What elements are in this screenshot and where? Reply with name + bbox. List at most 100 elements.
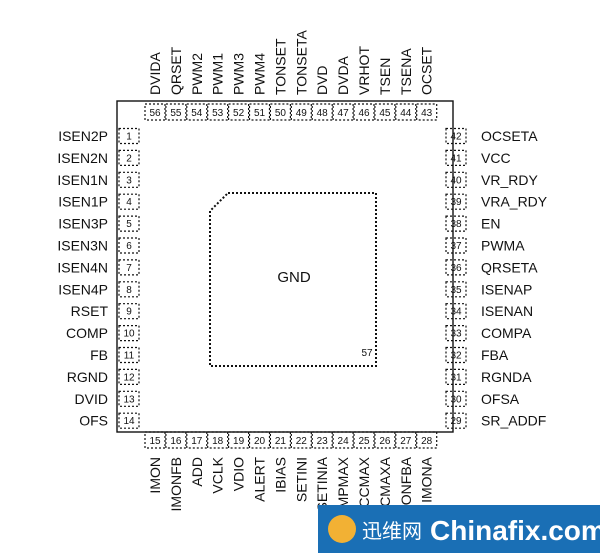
pin-number: 13 <box>123 394 135 405</box>
pin-number: 20 <box>254 436 266 447</box>
pin-name: ISEN4P <box>58 281 108 297</box>
watermark-background <box>318 505 600 553</box>
pin-box <box>118 303 140 320</box>
pin-number: 26 <box>379 436 391 447</box>
pin-name: RGNDA <box>481 369 532 385</box>
pin-number: 47 <box>338 108 350 119</box>
pin-name: VCLK <box>210 456 226 493</box>
pin-number: 31 <box>450 372 462 383</box>
pin-number: 32 <box>450 351 462 362</box>
pin-box <box>395 431 417 449</box>
pin-box <box>118 325 140 342</box>
pin-box <box>445 259 467 276</box>
pin-number: 16 <box>170 436 182 447</box>
pin-box <box>269 431 291 449</box>
pin-box <box>186 431 208 449</box>
pin-box <box>118 193 140 210</box>
pin-number: 12 <box>123 372 135 383</box>
pin-box <box>416 431 438 449</box>
pin-name: IMONFBA <box>398 456 414 520</box>
pin-name: TONSET <box>272 38 288 95</box>
pin-number: 18 <box>212 436 224 447</box>
pin-name: EN <box>481 216 500 232</box>
pin-box <box>118 149 140 166</box>
pin-name: SETINIA <box>314 456 330 511</box>
pin-name: IBIAS <box>272 457 288 493</box>
pin-box <box>445 171 467 188</box>
pin-name: TSENA <box>398 48 414 95</box>
pin-box <box>445 281 467 298</box>
pin-name: ISEN3P <box>58 216 108 232</box>
pin-name: TMPMAX <box>335 456 351 517</box>
pin-number: 10 <box>123 329 135 340</box>
pin-number: 22 <box>296 436 308 447</box>
pin-box <box>118 412 140 429</box>
pin-number: 33 <box>450 329 462 340</box>
watermark-cn: 迅维网 <box>362 519 422 543</box>
pin-name: OFSA <box>481 391 520 407</box>
pin-number: 17 <box>191 436 203 447</box>
pin-number: 1 <box>126 132 132 143</box>
pin-number: 44 <box>400 108 412 119</box>
pad-pin-number: 57 <box>361 348 373 359</box>
pin-number: 29 <box>450 416 462 427</box>
pin-number: 9 <box>126 307 132 318</box>
pin-number: 6 <box>126 241 132 252</box>
pin-number: 45 <box>379 108 391 119</box>
pin-box <box>353 103 375 121</box>
pin-box <box>311 431 333 449</box>
pin-box <box>332 431 354 449</box>
pin-number: 49 <box>296 108 308 119</box>
pin-box <box>118 215 140 232</box>
pin-name: FB <box>90 347 108 363</box>
pin-number: 34 <box>450 307 462 318</box>
pin-box <box>445 390 467 407</box>
pin-box <box>374 103 396 121</box>
chip-body <box>116 100 454 433</box>
pin-name: ICCMAX <box>356 456 372 511</box>
pin-name: COMPA <box>481 325 532 341</box>
pin-box <box>248 103 271 121</box>
pin-name: OCSETA <box>481 128 538 144</box>
pin-number: 42 <box>450 132 462 143</box>
pin-number: 38 <box>450 219 462 230</box>
pin-name: SETINI <box>293 457 309 502</box>
pin-box <box>118 368 140 385</box>
pin-number: 43 <box>421 108 433 119</box>
pin-number: 35 <box>450 285 462 296</box>
pin-name: IMONA <box>419 456 435 503</box>
pin-box <box>445 346 467 364</box>
pin-name: DVIDA <box>147 52 163 95</box>
pin-box <box>228 103 250 121</box>
pins-bottom: 15IMON16IMONFB17ADD18VCLK19VDIO20ALERT21… <box>144 431 438 521</box>
pin-name: DVD <box>314 65 330 95</box>
pin-number: 54 <box>191 108 203 119</box>
pin-box <box>118 127 140 145</box>
pin-box <box>165 103 187 121</box>
pin-number: 40 <box>450 175 462 186</box>
pin-box <box>445 237 467 254</box>
pin-number: 27 <box>400 436 412 447</box>
pins-left: 1ISEN2P2ISEN2N3ISEN1N4ISEN1P5ISEN3P6ISEN… <box>57 127 140 429</box>
pin-box <box>445 127 467 145</box>
pin-box <box>228 431 250 449</box>
pin-name: VDIO <box>231 457 247 491</box>
pin-box <box>118 237 140 254</box>
pin-number: 53 <box>212 108 224 119</box>
pin-box <box>445 325 467 342</box>
pin-number: 15 <box>149 436 161 447</box>
pin-name: IMONFB <box>168 457 184 511</box>
pin-name: ALERT <box>252 457 268 502</box>
pin-name: QRSETA <box>481 259 538 275</box>
pin-number: 50 <box>275 108 287 119</box>
pin-number: 48 <box>317 108 329 119</box>
pin-box <box>269 103 291 121</box>
pin-number: 8 <box>126 285 132 296</box>
pin-box <box>144 431 166 449</box>
pin-number: 11 <box>124 351 135 362</box>
pin-number: 36 <box>450 263 462 274</box>
pin-box <box>118 390 140 407</box>
pin-name: ISEN3N <box>57 238 108 254</box>
pin-name: ICCMAXA <box>377 456 393 520</box>
